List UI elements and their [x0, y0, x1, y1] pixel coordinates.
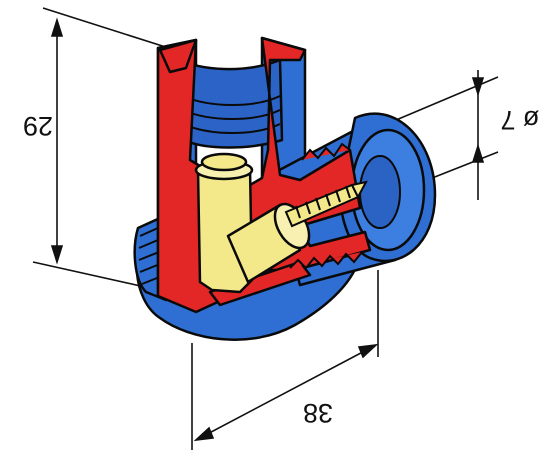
- width-dimension-label: 38: [303, 398, 333, 428]
- height-dimension-label: 29: [23, 111, 53, 141]
- width-dimension: [191, 270, 379, 450]
- diameter-dimension-label: ø 7: [500, 105, 539, 135]
- screw: [284, 180, 368, 228]
- arm-threads: [289, 142, 363, 270]
- height-dimension: [32, 7, 176, 288]
